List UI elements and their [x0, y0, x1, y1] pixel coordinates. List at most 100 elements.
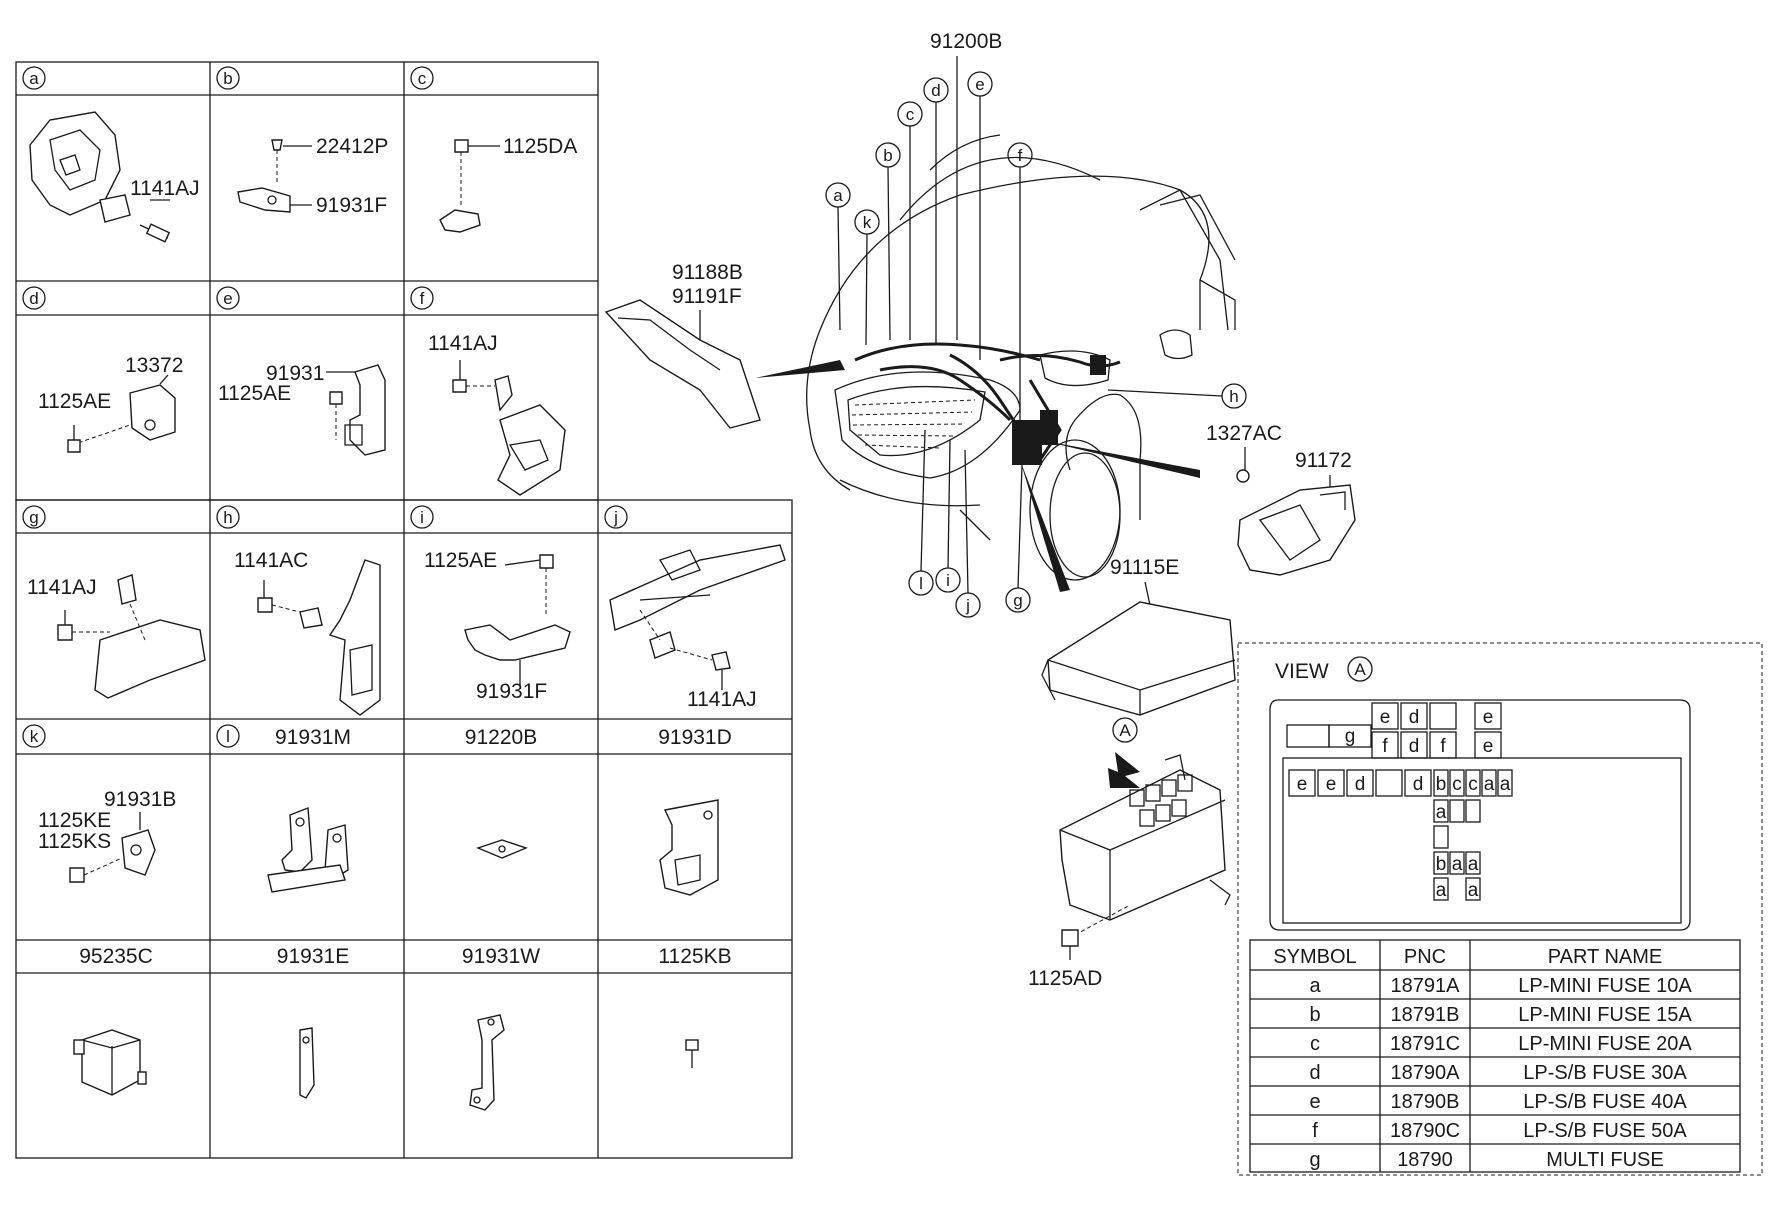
- cell-letter-c: c: [418, 69, 427, 88]
- fuse-top-d1: d: [1409, 707, 1420, 728]
- label-1125AE-e: 1125AE: [218, 382, 291, 405]
- circle-d: d: [931, 81, 940, 100]
- callout-91115E: 91115E: [1110, 556, 1179, 579]
- cell-letter-f: f: [420, 289, 425, 308]
- header-91931E: 91931E: [277, 945, 349, 968]
- callout-91172: 91172: [1295, 449, 1352, 472]
- fuse-row-b: b: [1436, 774, 1447, 795]
- fuse-d2: d: [1409, 736, 1420, 757]
- cell-e-drawing: 91931 1125AE: [218, 362, 386, 456]
- fuse-col-a2: a: [1452, 854, 1463, 875]
- label-1125AE-i: 1125AE: [424, 549, 497, 572]
- cell-l-drawing: [267, 807, 349, 893]
- row-c-part: LP-MINI FUSE 20A: [1518, 1033, 1692, 1055]
- fuse-col1-a: a: [1436, 802, 1447, 823]
- view-marker: A: [1354, 660, 1366, 679]
- row-b-pnc: 18791B: [1391, 1004, 1460, 1026]
- fuse-col-b: b: [1436, 854, 1447, 875]
- fuse-row-a2: a: [1500, 774, 1511, 795]
- cell-91931E-drawing: [299, 1027, 315, 1099]
- label-1141AJ-g: 1141AJ: [27, 576, 97, 599]
- row-g-part: MULTI FUSE: [1546, 1149, 1663, 1171]
- circle-j: j: [965, 596, 970, 615]
- header-91931W: 91931W: [462, 945, 540, 968]
- label-1141AJ-j: 1141AJ: [687, 688, 757, 711]
- cell-letter-l: l: [226, 727, 230, 746]
- cell-f-drawing: 1141AJ: [428, 332, 566, 496]
- row-a-part: LP-MINI FUSE 10A: [1518, 975, 1692, 997]
- cell-h-drawing: 1141AC: [234, 549, 381, 716]
- cell-letter-d: d: [29, 289, 38, 308]
- header-95235C: 95235C: [79, 945, 153, 968]
- cell-c-drawing: 1125DA: [439, 135, 577, 233]
- circle-g: g: [1013, 591, 1022, 610]
- row-f-pnc: 18790C: [1390, 1120, 1460, 1142]
- cell-1125KB-drawing: [685, 1039, 699, 1068]
- label-91931F-b: 91931F: [316, 194, 387, 217]
- cell-j-drawing: 1141AJ: [609, 544, 786, 711]
- parts-grid: [15, 61, 793, 1159]
- grid-headers: 91931M 91220B 91931D 95235C 91931E 91931…: [79, 726, 732, 968]
- cell-a-drawing: 1141AJ: [29, 111, 200, 243]
- cell-letter-i: i: [420, 508, 424, 527]
- row-c-pnc: 18791C: [1390, 1033, 1460, 1055]
- circle-h: h: [1229, 387, 1238, 406]
- row-a-symbol: a: [1309, 975, 1321, 997]
- table-header-part-name: PART NAME: [1548, 946, 1662, 968]
- label-1125DA: 1125DA: [503, 135, 577, 158]
- header-91931M: 91931M: [275, 726, 351, 749]
- circle-c: c: [906, 105, 915, 124]
- label-1125KE: 1125KE: [38, 809, 111, 832]
- callout-1125AD: 1125AD: [1028, 967, 1102, 990]
- cell-b-drawing: 22412P 91931F: [237, 135, 388, 217]
- row-f-symbol: f: [1312, 1120, 1318, 1142]
- marker-A: A: [1119, 721, 1131, 740]
- fuse-row-e1: e: [1297, 774, 1308, 795]
- callout-91188B: 91188B: [672, 261, 743, 284]
- cell-letter-b: b: [223, 69, 232, 88]
- callout-91200B: 91200B: [930, 30, 1002, 53]
- fuse-table: SYMBOL PNC PART NAME a 18791A LP-MINI FU…: [1249, 939, 1741, 1173]
- circle-e: e: [975, 75, 984, 94]
- fuse-row-a1: a: [1484, 774, 1495, 795]
- cell-95235C-drawing: [73, 1029, 147, 1096]
- cell-k-drawing: 91931B 1125KE 1125KS: [38, 788, 176, 883]
- view-title: VIEW: [1275, 660, 1329, 683]
- label-91931: 91931: [266, 362, 324, 385]
- cell-letter-j: j: [613, 508, 618, 527]
- row-e-pnc: 18790B: [1391, 1091, 1460, 1113]
- row-d-symbol: d: [1309, 1062, 1320, 1084]
- row-f-part: LP-S/B FUSE 50A: [1523, 1120, 1687, 1142]
- table-header-symbol: SYMBOL: [1273, 946, 1356, 968]
- view-a-panel: VIEW A e d e g f d f e e e d d b c c a a…: [1237, 642, 1763, 1176]
- label-1125KS: 1125KS: [38, 830, 111, 853]
- fuse-col-a3: a: [1468, 854, 1479, 875]
- row-c-symbol: c: [1310, 1033, 1320, 1055]
- row-e-part: LP-S/B FUSE 40A: [1523, 1091, 1687, 1113]
- main-callouts: 91200B a k b c d e f h l i j g 91188B 91…: [604, 30, 1356, 990]
- row-d-pnc: 18790A: [1391, 1062, 1461, 1084]
- fuse-e3: e: [1483, 736, 1494, 757]
- label-1141AJ-f: 1141AJ: [428, 332, 498, 355]
- fuse-top-e2: e: [1483, 707, 1494, 728]
- circle-k: k: [863, 213, 872, 232]
- cell-91220B-drawing: [476, 839, 528, 859]
- circle-l: l: [919, 574, 923, 593]
- cell-letter-g: g: [29, 508, 38, 527]
- cell-91931W-drawing: [469, 1014, 505, 1111]
- grid-cell-letters: a b c d e f g h i j k l: [22, 66, 628, 748]
- callout-1327AC: 1327AC: [1206, 422, 1282, 445]
- fuse-f1: f: [1382, 736, 1388, 757]
- vehicle-drawing: [755, 134, 1236, 592]
- row-b-part: LP-MINI FUSE 15A: [1518, 1004, 1692, 1026]
- cell-91931D-drawing: [659, 799, 719, 896]
- row-e-symbol: e: [1309, 1091, 1320, 1113]
- row-a-pnc: 18791A: [1391, 975, 1461, 997]
- circle-f: f: [1018, 146, 1023, 165]
- fuse-row-c2: c: [1468, 774, 1478, 795]
- label-91931F-i: 91931F: [476, 680, 547, 703]
- cell-letter-a: a: [29, 69, 39, 88]
- fuse-f2: f: [1440, 736, 1446, 757]
- table-header-pnc: PNC: [1404, 946, 1446, 968]
